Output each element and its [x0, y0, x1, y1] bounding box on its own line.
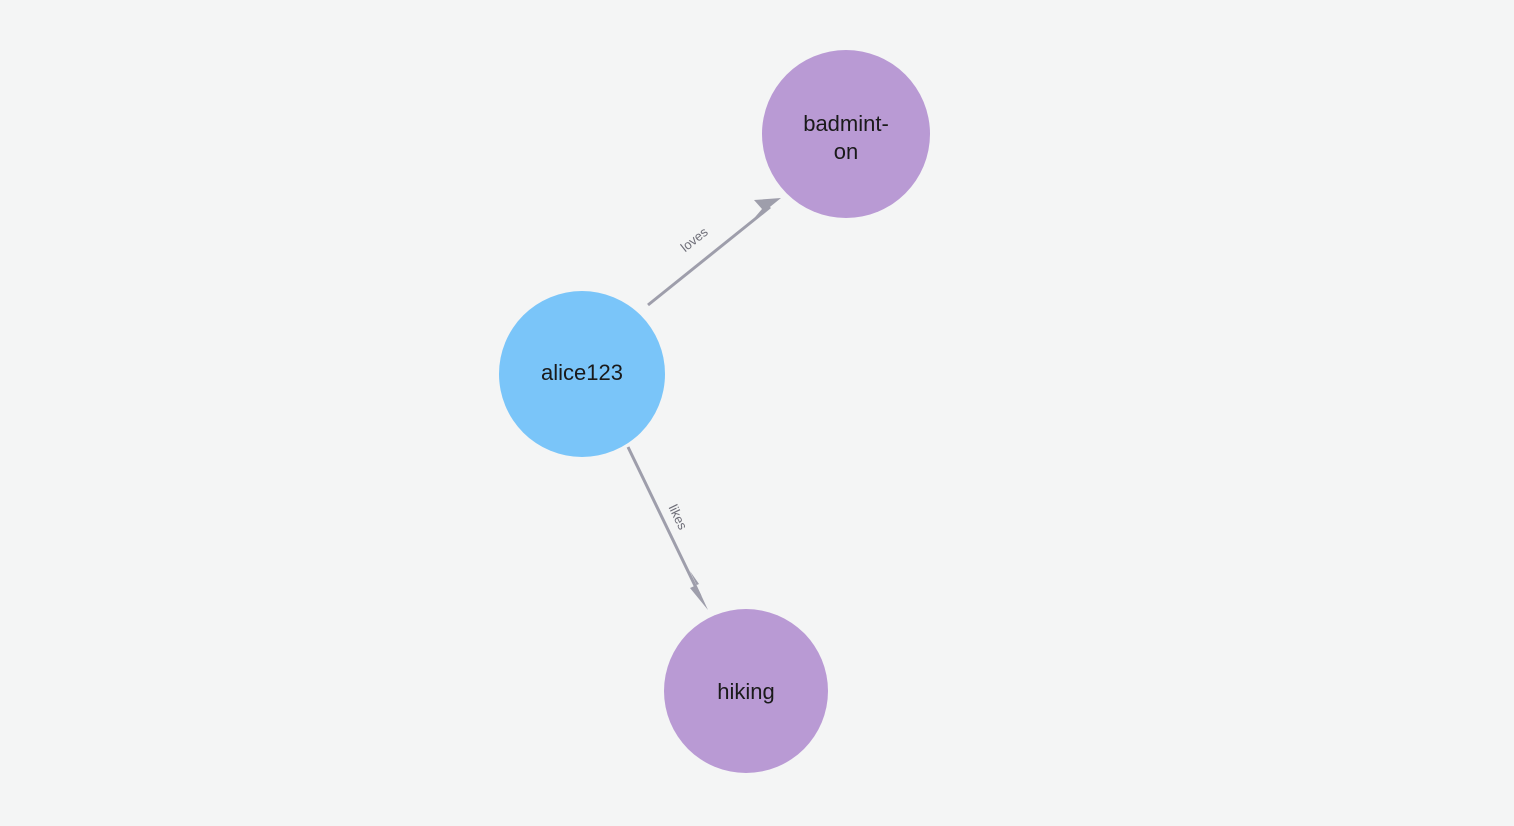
node-alice123-circle[interactable] [499, 291, 665, 457]
node-alice123[interactable]: alice123 [499, 291, 665, 457]
node-badminton[interactable]: badmint- on [762, 50, 930, 218]
edge-likes[interactable]: likes [626, 446, 708, 610]
node-hiking[interactable]: hiking [664, 609, 828, 773]
edge-likes-label: likes [666, 502, 691, 532]
node-hiking-circle[interactable] [664, 609, 828, 773]
node-badminton-circle[interactable] [762, 50, 930, 218]
edge-loves-line [647, 205, 771, 307]
edge-loves[interactable]: loves [647, 198, 781, 307]
edge-likes-line [626, 446, 702, 597]
node-layer: alice123 badmint- on hiking [499, 50, 930, 773]
edge-loves-label: loves [678, 224, 711, 255]
edge-likes-arrowhead-icon [690, 571, 708, 610]
edge-loves-arrowhead-icon [750, 198, 781, 223]
